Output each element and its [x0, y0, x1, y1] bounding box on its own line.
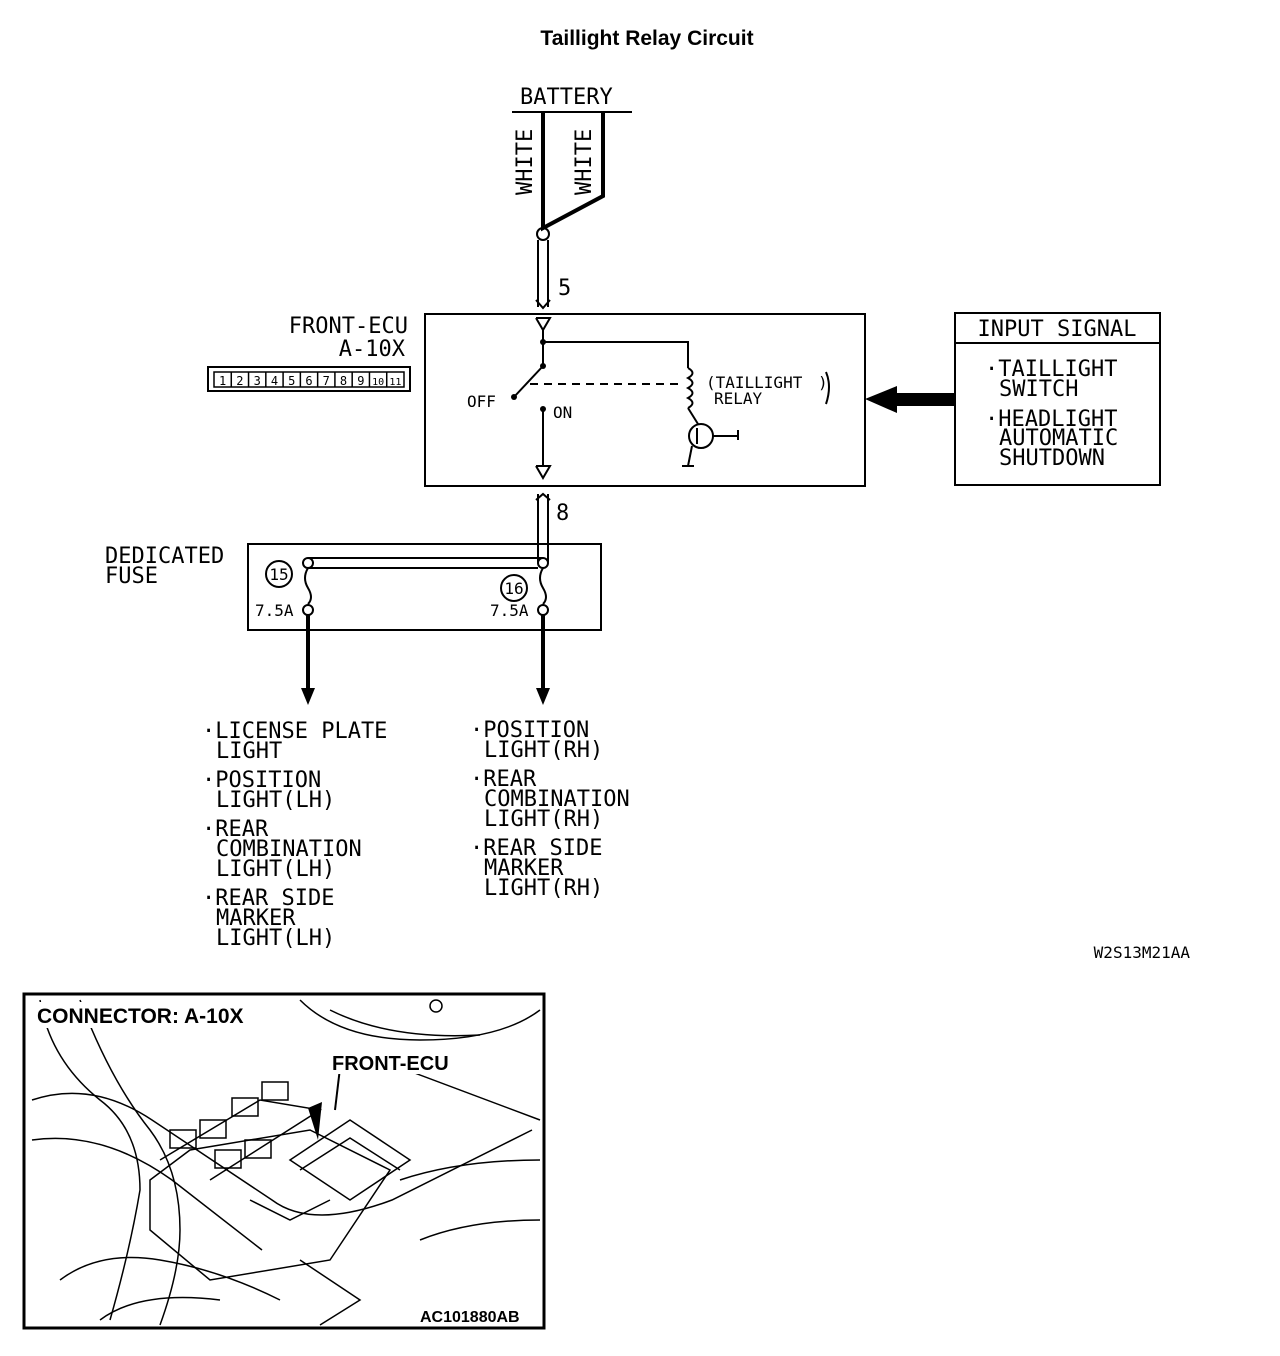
connector-pin-1: 1: [219, 374, 226, 388]
load-item-text: LIGHT(LH): [216, 788, 335, 813]
inset-code: AC101880AB: [420, 1309, 520, 1326]
connector-pin-3: 3: [254, 374, 261, 388]
dedicated-fuse-label-line1: DEDICATED: [105, 544, 224, 569]
transistor-emitter-lead: [687, 445, 693, 467]
switch-off-label: OFF: [467, 392, 496, 411]
load-item-text: MARKER: [216, 906, 296, 931]
switch-on-label: ON: [553, 403, 572, 422]
inset-callout-label: FRONT-ECU: [332, 1053, 449, 1075]
relay-label-close-paren: ): [818, 373, 828, 392]
load-item-text: ·POSITION: [202, 768, 321, 793]
fuse-16-number-circle: [500, 574, 528, 602]
load-item-text: MARKER: [484, 856, 564, 881]
input-headlight-auto-line2: AUTOMATIC: [999, 426, 1118, 451]
terminal-8-label: 8: [556, 501, 569, 526]
relay-coil-to-transistor: [687, 407, 699, 425]
inset-callout-arrow: [308, 1102, 322, 1140]
dedicated-fuse-label-line2: FUSE: [105, 564, 158, 589]
load-item-text: COMBINATION: [216, 837, 362, 862]
loads-left-list: ·LICENSE PLATELIGHT·POSITIONLIGHT(LH)·RE…: [202, 719, 387, 951]
fuse-15-bottom-terminal: [302, 604, 314, 616]
fuse-15-number: 15: [269, 565, 288, 584]
inset-title: CONNECTOR: A-10X: [37, 1005, 244, 1028]
front-ecu-box: [424, 313, 866, 487]
switch-off-point: [511, 394, 517, 400]
fuse-15-rating: 7.5A: [255, 601, 294, 620]
front-ecu-label: FRONT-ECU: [289, 314, 408, 339]
load-item-text: ·REAR SIDE: [202, 886, 334, 911]
load-item-text: LIGHT: [216, 739, 282, 764]
input-taillight-switch-line2: SWITCH: [999, 377, 1078, 402]
input-signal-header: INPUT SIGNAL: [978, 317, 1137, 342]
connector-pin-6: 6: [305, 374, 312, 388]
battery-wire-terminal: [536, 227, 550, 241]
load-item-text: ·LICENSE PLATE: [202, 719, 387, 744]
connector-pin-7: 7: [323, 374, 330, 388]
connector-code-label: A-10X: [339, 337, 406, 362]
load-item-text: ·REAR SIDE: [470, 836, 602, 861]
input-headlight-auto-line1: ·HEADLIGHT: [985, 407, 1117, 432]
load-item-text: LIGHT(LH): [216, 926, 335, 951]
inset-callout-line: [334, 1067, 341, 1111]
load-item-text: LIGHT(LH): [216, 857, 335, 882]
relay-label-line1: (TAILLIGHT: [706, 373, 803, 392]
relay-label-bracket: [825, 371, 830, 405]
load-item-text: ·REAR: [470, 767, 537, 792]
input-taillight-switch-line1: ·TAILLIGHT: [985, 357, 1117, 382]
connector-pin-4: 4: [271, 374, 278, 388]
input-headlight-auto-line3: SHUTDOWN: [999, 446, 1105, 471]
fuse-16-number: 16: [504, 579, 523, 598]
battery-label: BATTERY: [520, 85, 613, 110]
relay-coil-symbol: [685, 367, 694, 409]
terminal-5-label: 5: [558, 276, 571, 301]
input-signal-arrow: [865, 386, 955, 413]
fuse-box: [247, 543, 602, 631]
connector-pin-9: 9: [357, 374, 364, 388]
fuse-15-element: [304, 567, 312, 605]
connector-pin-11: 11: [389, 377, 401, 388]
inset-frame: [22, 992, 546, 1330]
output-arrow-left: [301, 688, 315, 705]
load-item-text: COMBINATION: [484, 787, 630, 812]
relay-driver-transistor: [688, 423, 714, 449]
connector-pin-10: 10: [372, 377, 384, 388]
relay-switch-contact: [513, 365, 544, 398]
diagram-code: W2S13M21AA: [1094, 943, 1191, 962]
fuse-15-number-circle: [265, 560, 293, 588]
load-item-text: LIGHT(RH): [484, 807, 603, 832]
connector-pin-2: 2: [236, 374, 243, 388]
fuse-16-rating: 7.5A: [490, 601, 529, 620]
connector-pin-5: 5: [288, 374, 295, 388]
relay-coil-feed: [543, 341, 689, 368]
battery-wire-color-right: WHITE: [572, 129, 597, 195]
connector-pin-8: 8: [340, 374, 347, 388]
fuse-16-element: [539, 567, 547, 605]
relay-label-line2: RELAY: [714, 389, 763, 408]
fuse-16-top-terminal: [537, 557, 549, 569]
load-item-text: ·REAR: [202, 817, 269, 842]
ecu-input-terminal: [535, 317, 552, 332]
output-arrow-right: [536, 688, 550, 705]
battery-wire: [541, 112, 605, 232]
diagram-title: Taillight Relay Circuit: [540, 27, 753, 50]
fuse-16-bottom-terminal: [537, 604, 549, 616]
loads-right-list: ·POSITIONLIGHT(RH)·REARCOMBINATIONLIGHT(…: [470, 718, 630, 901]
connector-location-inset: CONNECTOR: A-10X FRONT-ECU AC101880AB: [22, 992, 546, 1330]
battery-wire-color-left: WHITE: [513, 129, 538, 195]
load-item-text: LIGHT(RH): [484, 738, 603, 763]
fuse-15-top-terminal: [302, 557, 314, 569]
ecu-output-terminal: [535, 465, 552, 480]
connector-5-arrow: [535, 299, 551, 310]
inset-engine-bay-illustration: [31, 999, 541, 1326]
load-item-text: ·POSITION: [470, 718, 589, 743]
load-item-text: LIGHT(RH): [484, 876, 603, 901]
